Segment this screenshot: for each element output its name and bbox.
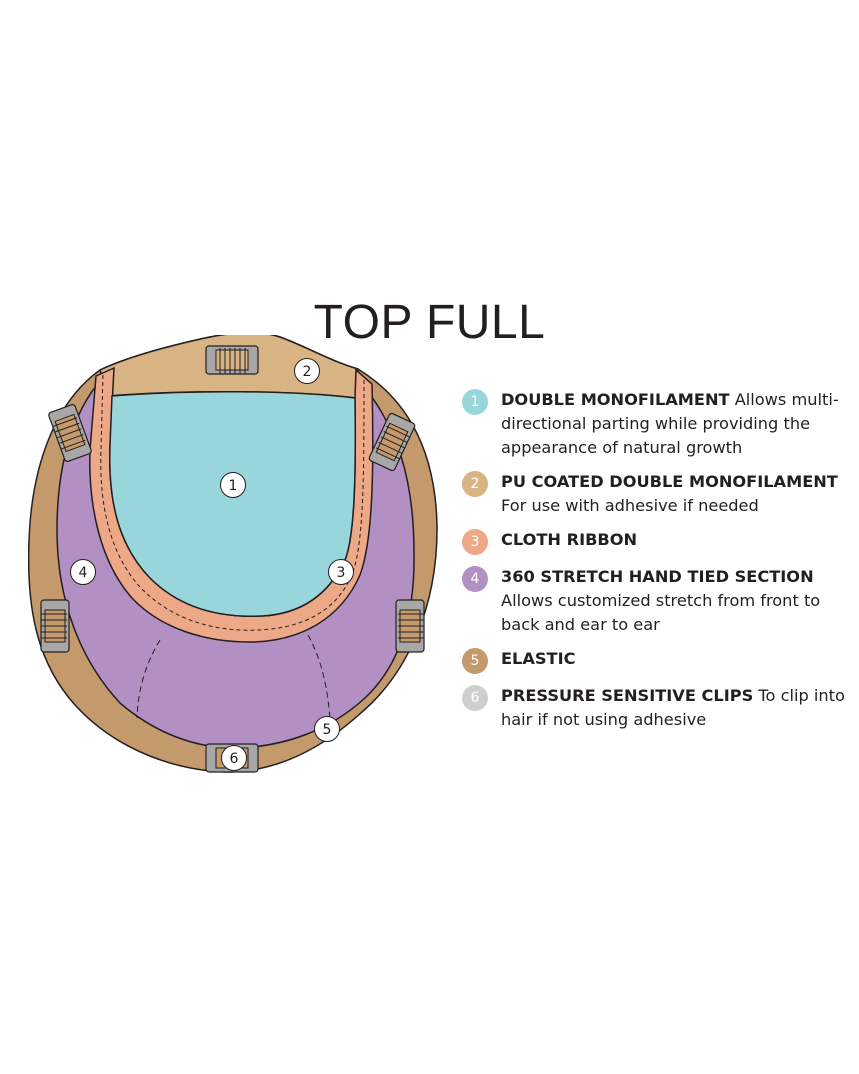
callout-4: 4 [70,559,96,585]
legend-description: Allows multi-directional parting while p… [501,390,839,457]
callout-1: 1 [220,472,246,498]
legend-badge-4: 4 [462,566,488,592]
callout-1-label: 1 [229,478,238,494]
clip-top [205,345,259,375]
legend-item-pu-coated: 2 PU COATED DOUBLE MONOFILAMENT For use w… [462,470,854,518]
callout-2-label: 2 [303,364,312,380]
hairpiece-base-diagram: 1 2 3 4 5 6 [28,335,438,773]
legend-description: For use with adhesive if needed [501,496,759,515]
stretch-dashed-line-left [136,639,161,719]
callout-6: 6 [221,745,247,771]
callout-3-label: 3 [337,565,346,581]
callout-2: 2 [294,358,320,384]
legend-term: PU COATED DOUBLE MONOFILAMENT [501,472,838,491]
diagram-title: TOP FULL [313,296,546,350]
legend-item-stretch-section: 4 360 STRETCH HAND TIED SECTION Allows c… [462,565,854,637]
legend-badge-5: 5 [462,648,488,674]
legend-term: PRESSURE SENSITIVE CLIPS [501,686,754,705]
legend-badge-1: 1 [462,389,488,415]
ribbon-stitch-line [100,374,365,631]
stretch-dashed-line-right [307,634,331,721]
callout-3: 3 [328,559,354,585]
legend-item-pressure-clips: 6 PRESSURE SENSITIVE CLIPS To clip into … [462,684,854,732]
legend-badge-2: 2 [462,471,488,497]
legend-item-double-monofilament: 1 DOUBLE MONOFILAMENT Allows multi-direc… [462,388,854,460]
legend: 1 DOUBLE MONOFILAMENT Allows multi-direc… [462,388,854,742]
legend-term: CLOTH RIBBON [501,530,638,549]
clip-lower-right [395,599,425,653]
legend-description: To clip into hair if not using adhesive [501,686,845,729]
callout-4-label: 4 [79,565,88,581]
clip-upper-right [368,412,416,472]
clip-upper-left [48,404,92,462]
legend-term: 360 STRETCH HAND TIED SECTION [501,567,814,586]
legend-badge-3: 3 [462,529,488,555]
legend-description: Allows customized stretch from front to … [501,591,821,634]
monofilament-region [109,390,357,617]
callout-6-label: 6 [230,751,239,767]
legend-term: ELASTIC [501,649,576,668]
callout-5: 5 [314,716,340,742]
legend-term: DOUBLE MONOFILAMENT [501,390,730,409]
legend-item-elastic: 5 ELASTIC [462,647,854,674]
legend-badge-6: 6 [462,685,488,711]
clip-lower-left [40,599,70,653]
legend-item-cloth-ribbon: 3 CLOTH RIBBON [462,528,854,555]
callout-5-label: 5 [323,722,332,738]
